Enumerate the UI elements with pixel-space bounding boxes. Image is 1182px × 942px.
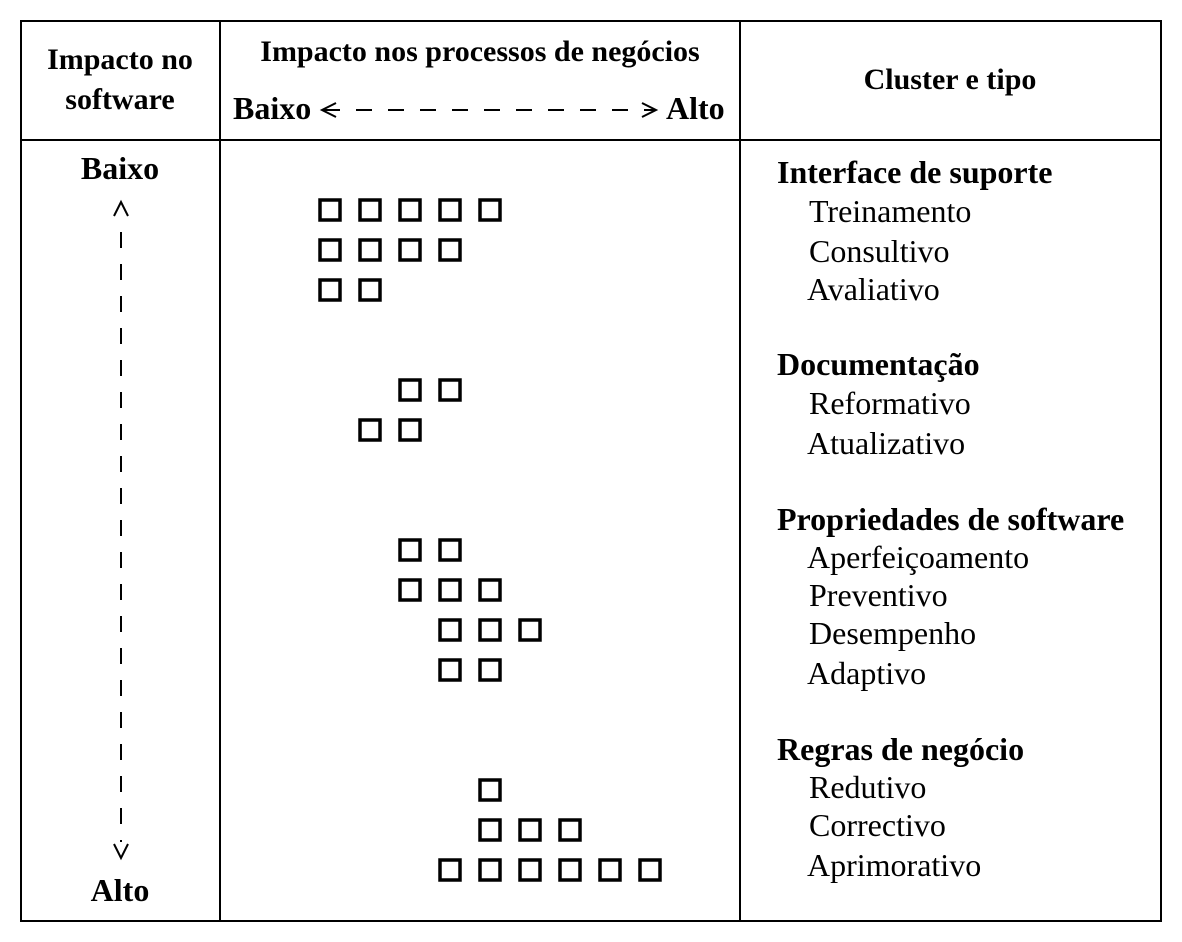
cluster-item: Aprimorativo [807,847,982,883]
impact-square [518,858,542,882]
cluster-item: Consultivo [809,233,950,269]
cluster-item: Avaliativo [807,271,940,307]
impact-square [558,858,582,882]
impact-square [438,618,462,642]
impact-square [398,578,422,602]
impact-square [438,538,462,562]
cluster-item: Treinamento [809,193,972,229]
impact-square [398,198,422,222]
cluster-item: Desempenho [809,615,977,651]
cluster-title-support-interface: Interface de suporte [777,154,1053,190]
software-impact-low-label: Baixo [80,150,160,186]
horizontal-arrow [319,102,659,118]
impact-square [438,578,462,602]
cluster-item: Adaptivo [807,655,927,691]
impact-square [558,818,582,842]
cluster-item: Preventivo [809,577,948,613]
impact-square [318,278,342,302]
impact-square [398,378,422,402]
impact-square [398,238,422,262]
impact-square [518,818,542,842]
cluster-item: Correctivo [809,807,946,843]
cluster-item: Redutivo [809,769,927,805]
impact-square [358,238,382,262]
impact-square [438,198,462,222]
impact-square [438,858,462,882]
impact-square [358,278,382,302]
impact-square [438,658,462,682]
impact-square [478,858,502,882]
maintenance-type-table: Impacto no software Impacto nos processo… [20,20,1162,922]
impact-square [318,238,342,262]
impact-square [598,858,622,882]
impact-square [478,658,502,682]
software-impact-high-label: Alto [90,872,150,908]
impact-square [478,778,502,802]
cluster-title-software-properties: Propriedades de software [777,501,1125,537]
business-impact-low-label: Baixo [233,90,312,126]
impact-square [318,198,342,222]
header-cluster-type: Cluster e tipo [863,63,1037,96]
cluster-title-business-rules: Regras de negócio [777,731,1025,767]
cluster-title-documentation: Documentação [777,346,980,382]
table-grid [20,20,1162,922]
impact-square [518,618,542,642]
impact-square [358,198,382,222]
impact-square [478,578,502,602]
impact-square [478,818,502,842]
impact-square [478,618,502,642]
impact-squares [318,198,662,882]
vertical-arrow [113,199,129,861]
impact-square [638,858,662,882]
impact-square [398,538,422,562]
header-software-impact: Impacto no software [47,43,193,116]
business-impact-high-label: Alto [666,90,725,126]
header-business-impact: Impacto nos processos de negócios [260,35,700,68]
impact-square [358,418,382,442]
cluster-item: Reformativo [809,385,971,421]
impact-square [478,198,502,222]
impact-square [438,378,462,402]
cluster-item: Aperfeiçoamento [807,539,1030,575]
cluster-item: Atualizativo [807,425,966,461]
impact-square [398,418,422,442]
impact-square [438,238,462,262]
